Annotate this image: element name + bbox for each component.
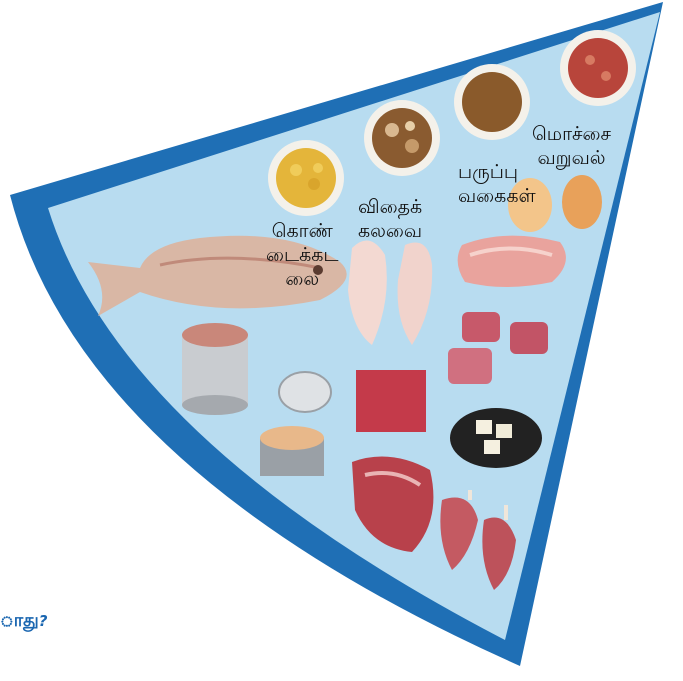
bowl-of-peanuts-image <box>560 30 636 106</box>
minced-meat-image <box>356 370 426 432</box>
canned-salmon-image <box>182 323 248 415</box>
legumes-label: கொண் டைக்கட லை <box>266 219 339 291</box>
bowl-of-chickpeas-image <box>268 140 344 216</box>
seeds-nuts-label: விதைக் கலவை <box>358 195 422 243</box>
bowl-of-mixed-nuts-image <box>364 100 440 176</box>
roasted-label: மொச்சை வறுவல் <box>532 122 611 170</box>
question-text: ாது? <box>0 610 47 633</box>
bowl-of-lentils-image <box>454 64 530 140</box>
question-mark: ? <box>39 612 48 630</box>
question-text-body: ாது <box>0 610 39 631</box>
pork-chop-image <box>458 236 566 287</box>
tofu-bowl-image <box>450 408 542 468</box>
pulses-label: பருப்பு வகைகள் <box>458 160 536 208</box>
